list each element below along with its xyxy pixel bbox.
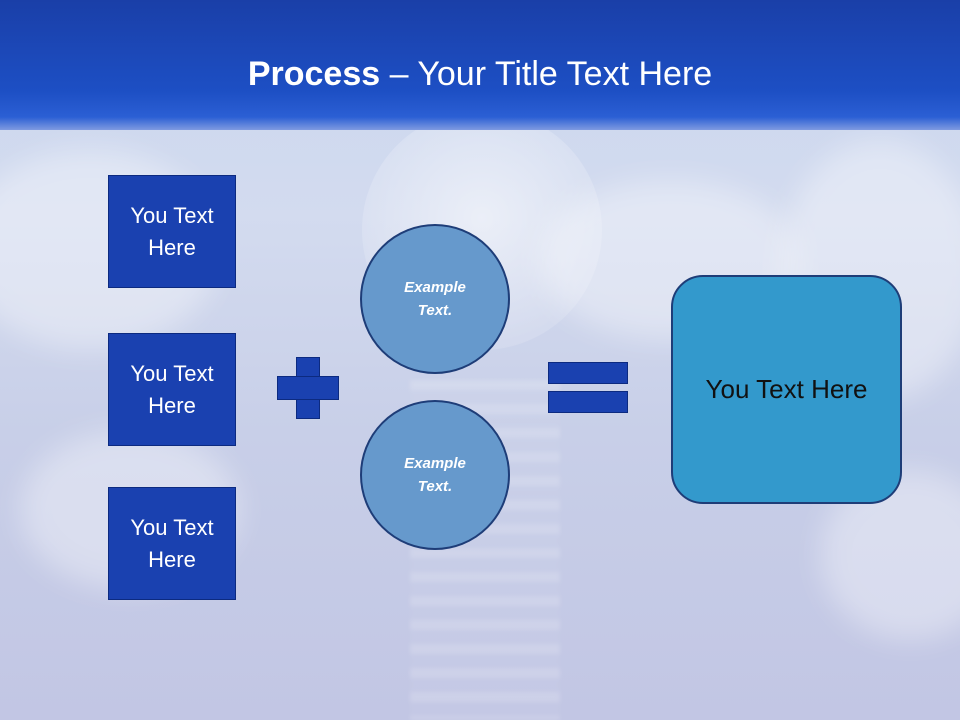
input-box-label: You Text Here <box>130 360 214 418</box>
circle-label: Example Text. <box>404 279 466 319</box>
input-box-label: You Text Here <box>130 202 214 260</box>
title-bold: Process <box>247 55 381 93</box>
example-circle-1: Example Text. <box>360 224 510 374</box>
title-rest: – Your Title Text Here <box>380 55 713 93</box>
plus-icon-center <box>297 377 318 399</box>
example-circle-2: Example Text. <box>360 400 510 550</box>
input-box-2: You Text Here <box>108 333 236 446</box>
circle-label: Example Text. <box>404 455 466 495</box>
input-box-1: You Text Here <box>108 175 236 288</box>
result-label: You Text Here <box>705 374 868 404</box>
equals-icon-bottom-bar <box>548 391 628 413</box>
result-box: You Text Here <box>671 275 902 504</box>
equals-icon-top-bar <box>548 362 628 384</box>
slide-title: Process – Your Title Text Here <box>0 52 960 96</box>
input-box-3: You Text Here <box>108 487 236 600</box>
input-box-label: You Text Here <box>130 514 214 572</box>
title-bar <box>0 0 960 130</box>
